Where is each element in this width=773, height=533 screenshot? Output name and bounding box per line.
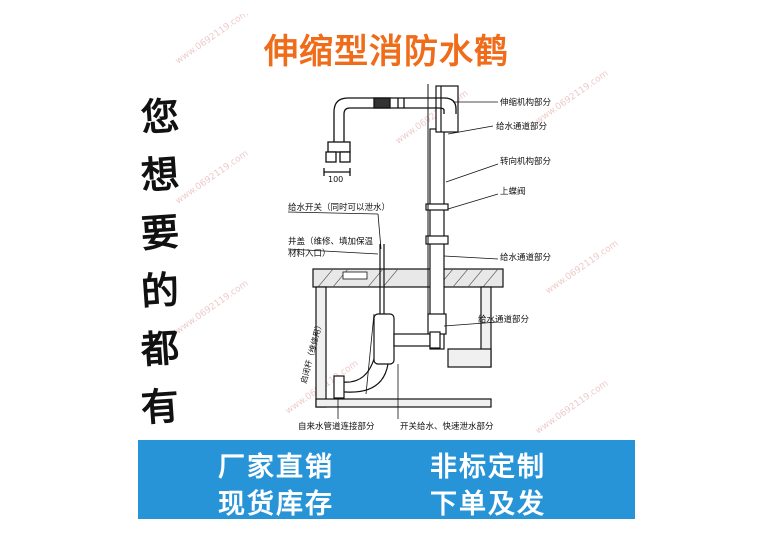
label-city-pipe: 自来水管道连接部分 [298,421,375,432]
label-rotation: 转向机构部分 [500,156,552,167]
well-walls [315,286,492,408]
leader-lines [287,101,499,419]
feature-ship-on-order: 下单及发 [430,489,546,519]
label-water-supply-low: 给水通道部分 [478,314,530,325]
valve-assembly [333,244,441,399]
slogan-char: 都 [139,324,181,373]
watermark: www.0692119.com [544,239,620,297]
slogan-char: 的 [139,266,181,315]
main-riser-pipe [425,85,459,350]
slogan-char: 想 [139,150,181,199]
label-drain: 开关给水、快速泄水部分 [400,421,494,432]
slogan-char: 要 [139,208,181,257]
dimension-label: 100 [328,175,343,184]
feature-custom: 非标定制 [430,452,546,483]
crane-arm [323,84,457,314]
slogan-char: 有 [139,382,181,431]
label-manhole: 井盖（维修、填加保温 [288,236,374,247]
slogan-char: 您 [139,92,181,141]
page-title: 伸缩型消防水鹤 [264,32,509,72]
watermark: www.0692119.com [534,379,610,437]
feature-banner: 厂家直销 非标定制 现货库存 下单及发 [138,440,635,519]
label-water-supply-mid: 给水通道部分 [500,252,552,263]
feature-factory-direct: 厂家直销 [218,452,334,483]
watermark-layer: www.0692119.com www.0692119.com www.0692… [174,14,620,436]
feature-in-stock: 现货库存 [218,489,334,519]
watermark: www.0692119.com [174,149,250,207]
label-switch: 给水开关（同时可以泄水） [288,202,390,213]
ground-slab [312,268,504,288]
label-water-supply-top: 给水通道部分 [496,121,548,132]
product-poster: www.0692119.com www.0692119.com www.0692… [138,14,635,519]
label-telescopic: 伸缩机构部分 [500,97,552,108]
label-manhole-2: 材料入口） [288,248,331,259]
label-butterfly-valve: 上蝶阀 [500,186,526,197]
side-slogan: 您 想 要 的 都 有 [139,88,181,436]
watermark: www.0692119.com [174,279,250,337]
water-crane-diagram: www.0692119.com www.0692119.com www.0692… [174,14,620,436]
